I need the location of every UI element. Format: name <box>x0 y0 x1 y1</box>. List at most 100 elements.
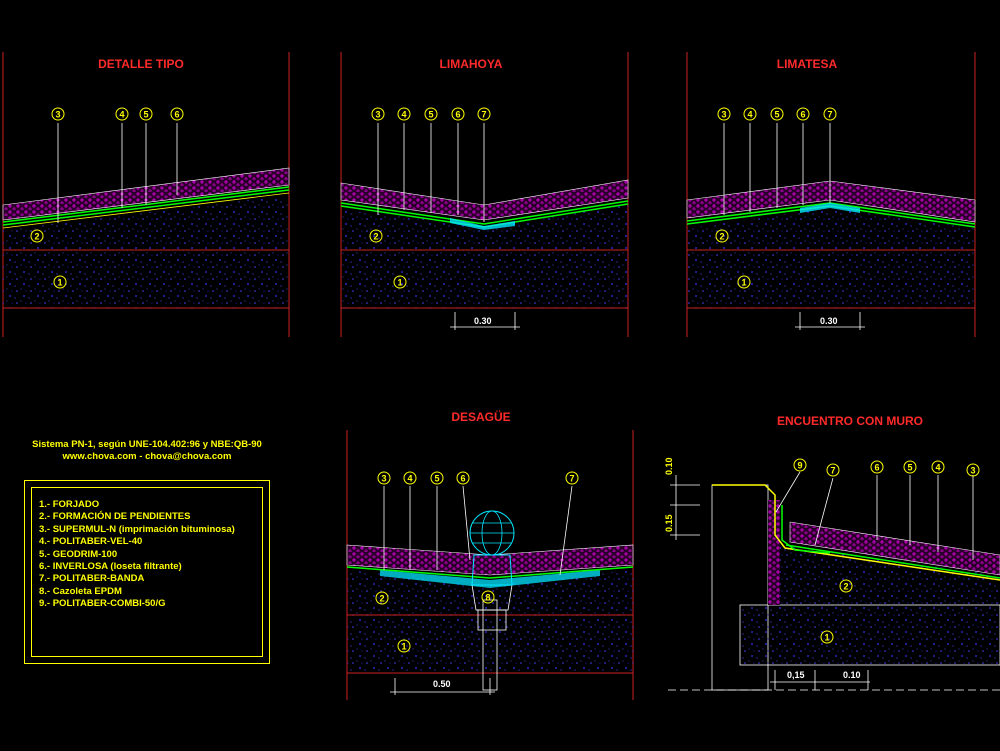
info-line-2: www.chova.com - chova@chova.com <box>62 451 232 462</box>
svg-text:6: 6 <box>460 474 465 484</box>
svg-text:4: 4 <box>401 110 406 120</box>
svg-text:3: 3 <box>970 466 975 476</box>
svg-text:7: 7 <box>830 466 835 476</box>
dim-muro-v2: 0.15 <box>664 514 674 532</box>
callout-encuentro-7: 7 <box>826 463 840 477</box>
title-detalle-tipo: DETALLE TIPO <box>98 57 184 71</box>
svg-text:3: 3 <box>721 110 726 120</box>
callout-limatesa-1: 1 <box>737 275 751 289</box>
callout-detalle-tipo-1: 1 <box>53 275 67 289</box>
dim-limahoya: 0.30 <box>474 316 492 326</box>
title-limahoya: LIMAHOYA <box>439 57 503 71</box>
legend-item-9: 9.- POLITABER-COMBI-50/G <box>39 598 166 610</box>
svg-text:5: 5 <box>143 110 148 120</box>
info-line-1: Sistema PN-1, según UNE-104.402:96 y NBE… <box>32 439 262 450</box>
svg-text:1: 1 <box>824 633 829 643</box>
callout-limahoya-1: 1 <box>393 275 407 289</box>
callout-detalle-tipo-3: 3 <box>51 107 65 121</box>
callout-limatesa-5: 5 <box>770 107 784 121</box>
svg-text:9: 9 <box>797 461 802 471</box>
callout-detalle-tipo-2: 2 <box>30 229 44 243</box>
callout-limatesa-6: 6 <box>796 107 810 121</box>
callout-detalle-tipo-5: 5 <box>139 107 153 121</box>
callout-encuentro-9: 9 <box>793 458 807 472</box>
svg-text:1: 1 <box>741 278 746 288</box>
legend-item-1: 1.- FORJADO <box>39 499 100 510</box>
dim-desague: 0.50 <box>433 679 451 689</box>
callout-detalle-tipo-4: 4 <box>115 107 129 121</box>
svg-text:4: 4 <box>407 474 412 484</box>
title-desague: DESAGÜE <box>451 410 511 424</box>
dim-muro-v1: 0.10 <box>664 457 674 475</box>
legend-list: 1.- FORJADO 2.- FORMACIÓN DE PENDIENTES … <box>39 499 235 611</box>
svg-text:2: 2 <box>843 582 848 592</box>
legend-item-4: 4.- POLITABER-VEL-40 <box>39 536 143 548</box>
callout-limatesa-7: 7 <box>823 107 837 121</box>
dim-muro-h1: 0,15 <box>787 670 805 680</box>
svg-text:1: 1 <box>397 278 402 288</box>
svg-text:1: 1 <box>57 278 62 288</box>
callout-limatesa-4: 4 <box>743 107 757 121</box>
svg-text:3: 3 <box>375 110 380 120</box>
svg-text:5: 5 <box>428 110 433 120</box>
title-encuentro: ENCUENTRO CON MURO <box>777 414 923 428</box>
legend-item-5: 5.- GEODRIM-100 <box>39 548 118 560</box>
svg-text:7: 7 <box>481 110 486 120</box>
limatesa-section <box>686 52 976 337</box>
svg-text:2: 2 <box>373 232 378 242</box>
callout-encuentro-3: 3 <box>966 463 980 477</box>
callout-encuentro-5: 5 <box>903 460 917 474</box>
svg-text:6: 6 <box>874 463 879 473</box>
svg-text:8: 8 <box>485 593 490 603</box>
svg-text:2: 2 <box>379 594 384 604</box>
callout-encuentro-2: 2 <box>839 579 853 593</box>
svg-text:3: 3 <box>55 110 60 120</box>
callout-detalle-tipo-6: 6 <box>170 107 184 121</box>
callout-encuentro-1: 1 <box>820 630 834 644</box>
callout-desague-5: 5 <box>430 471 444 485</box>
callout-desague-1: 1 <box>397 639 411 653</box>
title-limatesa: LIMATESA <box>776 57 838 71</box>
svg-text:4: 4 <box>119 110 124 120</box>
callout-desague-2: 2 <box>375 591 389 605</box>
svg-text:6: 6 <box>800 110 805 120</box>
callout-markers: 3 4 5 6 2 1 3 4 5 6 7 2 1 3 4 5 6 7 2 1 3 4 5 6 7 8 2 1 9 7 6 5 4 3 2 1 <box>30 107 980 653</box>
legend-item-8: 8.- Cazoleta EPDM <box>39 585 122 597</box>
legend-item-3: 3.- SUPERMUL-N (imprimación bituminosa) <box>39 523 235 535</box>
dim-limatesa: 0.30 <box>820 316 838 326</box>
dim-muro-h2: 0.10 <box>843 670 861 680</box>
callout-desague-3: 3 <box>377 471 391 485</box>
callout-limahoya-2: 2 <box>369 229 383 243</box>
limahoya-section <box>340 52 629 337</box>
svg-text:7: 7 <box>569 474 574 484</box>
svg-text:5: 5 <box>434 474 439 484</box>
legend-item-2: 2.- FORMACIÓN DE PENDIENTES <box>39 511 191 523</box>
callout-encuentro-6: 6 <box>870 460 884 474</box>
svg-text:4: 4 <box>935 463 940 473</box>
callout-limatesa-3: 3 <box>717 107 731 121</box>
svg-text:1: 1 <box>401 642 406 652</box>
callout-desague-6: 6 <box>456 471 470 485</box>
svg-text:2: 2 <box>719 232 724 242</box>
svg-text:5: 5 <box>774 110 779 120</box>
svg-text:7: 7 <box>827 110 832 120</box>
callout-encuentro-4: 4 <box>931 460 945 474</box>
callout-desague-8: 8 <box>481 590 495 604</box>
legend-inner-frame <box>31 487 263 657</box>
svg-text:3: 3 <box>381 474 386 484</box>
callout-limahoya-6: 6 <box>451 107 465 121</box>
callout-limahoya-5: 5 <box>424 107 438 121</box>
legend-box: 1.- FORJADO 2.- FORMACIÓN DE PENDIENTES … <box>24 480 270 664</box>
callout-limahoya-4: 4 <box>397 107 411 121</box>
callout-desague-7: 7 <box>565 471 579 485</box>
callout-limahoya-7: 7 <box>477 107 491 121</box>
callout-desague-4: 4 <box>403 471 417 485</box>
svg-text:5: 5 <box>907 463 912 473</box>
svg-text:2: 2 <box>34 232 39 242</box>
detalle-tipo-section <box>2 52 290 337</box>
legend-item-7: 7.- POLITABER-BANDA <box>39 573 145 585</box>
callout-limahoya-3: 3 <box>371 107 385 121</box>
svg-text:6: 6 <box>174 110 179 120</box>
svg-text:4: 4 <box>747 110 752 120</box>
